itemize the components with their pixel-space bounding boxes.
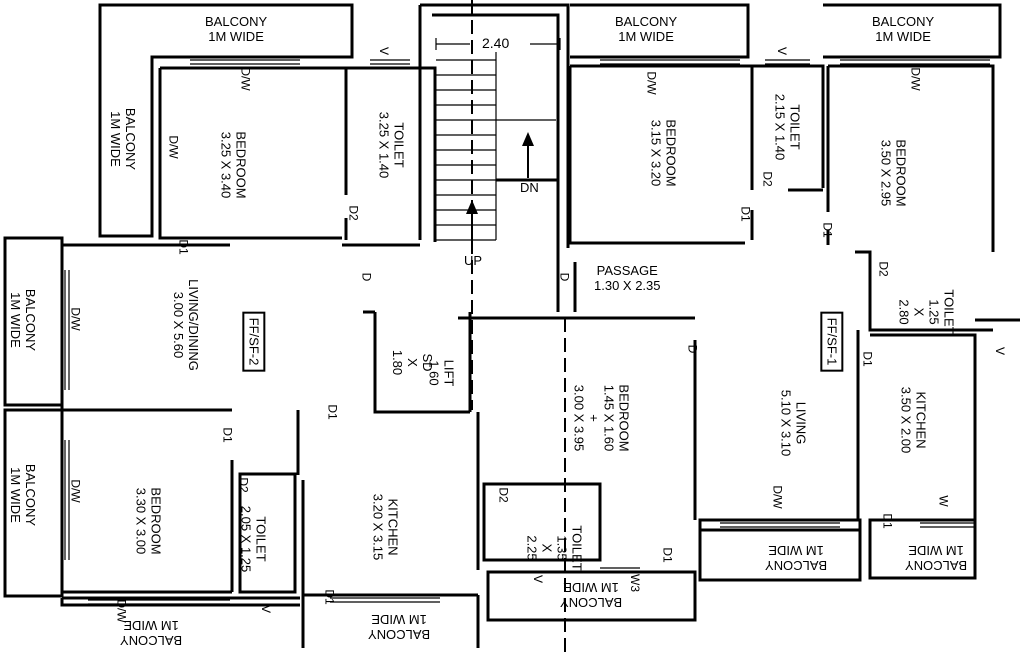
door-window-label: D/W: [166, 135, 181, 159]
door-d1-label: D1: [176, 239, 191, 255]
vent-label: V: [775, 46, 790, 56]
door-d1-label: D1: [880, 513, 895, 529]
window-label: W: [936, 495, 951, 507]
stair-width-dimension: 2.40: [482, 35, 510, 51]
unit-tag-left: FF/SF-2: [242, 311, 266, 372]
vent-label: V: [531, 574, 546, 584]
door-d2-label: D2: [346, 205, 361, 221]
door-d1-label: D1: [738, 206, 753, 222]
vent-label: V: [377, 46, 392, 56]
door-d1-label: D1: [325, 404, 340, 420]
unit-tag-right: FF/SF-1: [820, 311, 844, 372]
stair-down-label: DN: [520, 180, 539, 195]
door-d1-label: D1: [820, 222, 835, 238]
door-window-label: D/W: [908, 67, 923, 91]
door-d2-label: D2: [760, 171, 775, 187]
door-d2-label: D2: [496, 487, 511, 503]
door-window-label: D/W: [68, 479, 83, 503]
vent-label: V: [259, 604, 274, 614]
vent-label: V: [993, 346, 1008, 356]
door-window-label: D/W: [68, 307, 83, 331]
door-window-label: D/W: [644, 71, 659, 95]
door-d1-label: D1: [660, 547, 675, 563]
window-w3-label: W3: [628, 574, 642, 592]
stair-up-label: UP: [464, 253, 483, 268]
door-d1-label: D1: [220, 427, 235, 443]
door-d2-label: D2: [876, 261, 891, 277]
door-window-label: D/W: [770, 485, 785, 509]
door-d-label: D: [359, 272, 374, 282]
door-d-label: D: [557, 272, 572, 282]
door-d-label: D: [685, 344, 700, 354]
door-d1-label: D1: [860, 351, 875, 367]
door-window-label: D/W: [114, 599, 129, 623]
door-d2-label: D2: [236, 477, 251, 493]
door-window-label: D/W: [238, 67, 253, 91]
door-d1-label: D1: [322, 589, 337, 605]
